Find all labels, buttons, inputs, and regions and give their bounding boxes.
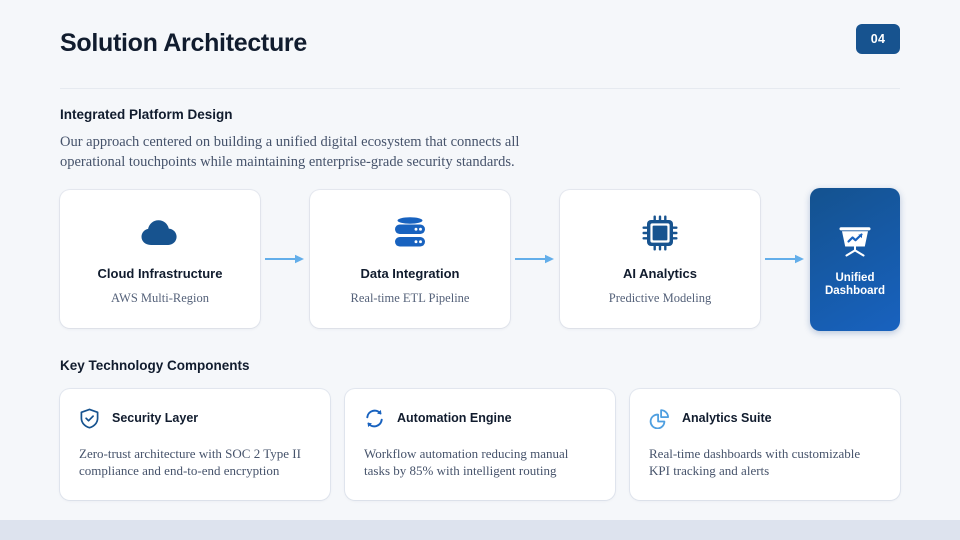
flow-card-data-integration[interactable]: Data Integration Real-time ETL Pipeline (310, 190, 510, 328)
shield-check-icon (79, 408, 100, 429)
flow-card-cloud-infrastructure[interactable]: Cloud Infrastructure AWS Multi-Region (60, 190, 260, 328)
flow-card-title: AI Analytics (623, 265, 697, 281)
page-title: Solution Architecture (60, 29, 307, 57)
cloud-icon (140, 212, 180, 254)
flow-card-subtitle: AWS Multi-Region (111, 291, 209, 306)
component-card-header: Security Layer (79, 407, 311, 429)
component-card-automation-engine[interactable]: Automation Engine Workflow automation re… (345, 389, 615, 500)
components-row: Security Layer Zero-trust architecture w… (60, 389, 900, 500)
intro-paragraph: Our approach centered on building a unif… (60, 134, 520, 171)
page-number-badge: 04 (856, 24, 900, 54)
cpu-chip-icon (642, 212, 678, 254)
presentation-chart-icon (837, 220, 873, 262)
components-heading: Key Technology Components (60, 358, 250, 373)
component-card-header: Analytics Suite (649, 407, 881, 429)
pie-chart-icon (649, 408, 670, 429)
bottom-accent-strip (0, 520, 960, 540)
database-icon (390, 212, 430, 254)
refresh-cycle-icon (364, 408, 385, 429)
arrow-right-icon (765, 254, 804, 264)
flow-card-subtitle: Real-time ETL Pipeline (350, 291, 470, 306)
intro-block: Integrated Platform Design Our approach … (60, 107, 680, 172)
component-card-title: Automation Engine (397, 410, 512, 425)
flow-card-unified-dashboard[interactable]: Unified Dashboard (810, 187, 900, 331)
component-card-text: Workflow automation reducing manual task… (364, 446, 569, 478)
arrow-right-icon (265, 254, 304, 264)
flow-card-title: Cloud Infrastructure (97, 265, 223, 281)
flow-card-title-line2: Dashboard (824, 285, 886, 297)
slide-header: Solution Architecture 04 (60, 20, 900, 88)
arrow-right-icon (515, 254, 554, 264)
flow-arrow-3 (760, 254, 810, 264)
flow-card-subtitle: Predictive Modeling (608, 291, 712, 306)
component-card-title: Security Layer (112, 410, 199, 425)
component-card-security-layer[interactable]: Security Layer Zero-trust architecture w… (60, 389, 330, 500)
component-card-text: Zero-trust architecture with SOC 2 Type … (79, 446, 301, 478)
flow-card-ai-analytics[interactable]: AI Analytics Predictive Modeling (560, 190, 760, 328)
header-divider (60, 88, 900, 89)
architecture-flow: Cloud Infrastructure AWS Multi-Region (60, 187, 900, 331)
flow-arrow-1 (260, 254, 310, 264)
intro-title: Integrated Platform Design (60, 107, 233, 122)
flow-card-title: Unified Dashboard (825, 272, 885, 299)
flow-card-title: Data Integration (360, 265, 460, 281)
component-card-analytics-suite[interactable]: Analytics Suite Real-time dashboards wit… (630, 389, 900, 500)
component-card-header: Automation Engine (364, 407, 596, 429)
component-card-text: Real-time dashboards with customizable K… (649, 446, 861, 478)
flow-card-title-line1: Unified (835, 271, 875, 284)
component-card-title: Analytics Suite (682, 410, 772, 425)
flow-arrow-2 (510, 254, 560, 264)
